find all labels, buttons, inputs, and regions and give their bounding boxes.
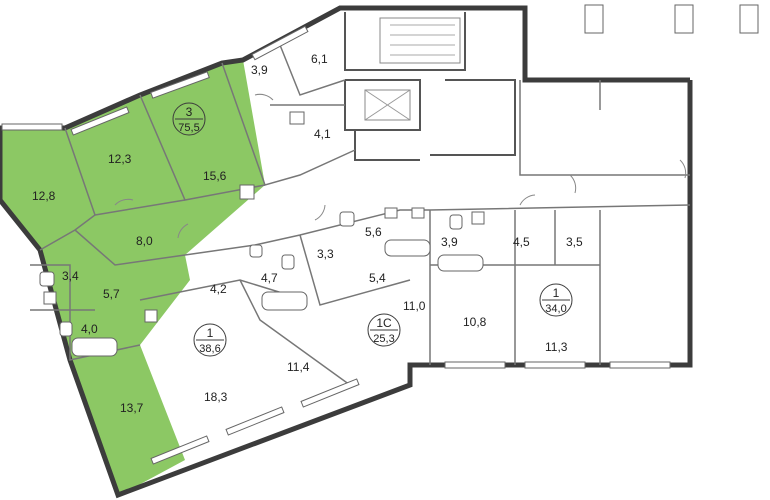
apartment-badge[interactable]: 1С 25,3 bbox=[367, 313, 401, 347]
apartment-number: 1С bbox=[376, 316, 392, 330]
room-area-label: 10,8 bbox=[463, 315, 487, 329]
room-area-label: 4,1 bbox=[314, 127, 331, 141]
room-area-label: 6,1 bbox=[311, 52, 328, 66]
apartment-number: 3 bbox=[186, 105, 193, 119]
apartment-area: 38,6 bbox=[199, 343, 220, 355]
room-area-label: 8,0 bbox=[136, 234, 153, 248]
apartment-badge[interactable]: 1 34,0 bbox=[539, 283, 573, 317]
windows bbox=[1, 4, 759, 465]
apartment-area: 25,3 bbox=[373, 333, 394, 345]
room-area-label: 5,4 bbox=[369, 271, 386, 285]
room-area-label: 4,5 bbox=[513, 235, 530, 249]
room-area-label: 5,7 bbox=[103, 287, 120, 301]
room-area-label: 3,5 bbox=[566, 235, 583, 249]
room-area-label: 12,3 bbox=[108, 152, 132, 166]
room-area-label: 5,6 bbox=[365, 225, 382, 239]
room-area-label: 11,0 bbox=[403, 299, 426, 313]
outer-walls bbox=[0, 5, 693, 499]
room-area-label: 12,8 bbox=[32, 189, 56, 203]
room-area-label: 11,3 bbox=[545, 340, 568, 354]
room-area-label: 4,2 bbox=[210, 282, 227, 296]
apartment-badge[interactable]: 1 38,6 bbox=[193, 323, 227, 357]
room-area-label: 4,7 bbox=[261, 271, 278, 285]
room-area-label: 11,4 bbox=[287, 360, 310, 374]
room-area-label: 3,9 bbox=[251, 63, 268, 77]
apartment-number: 1 bbox=[207, 326, 214, 340]
doors bbox=[114, 93, 687, 239]
room-area-label: 15,6 bbox=[203, 169, 227, 183]
apartment-3-highlight[interactable] bbox=[0, 60, 265, 495]
apartment-number: 1 bbox=[553, 286, 560, 300]
apartment-area: 34,0 bbox=[545, 303, 566, 315]
apartment-badge[interactable]: 3 75,5 bbox=[172, 102, 206, 136]
apartment-area: 75,5 bbox=[178, 122, 199, 134]
room-labels: 12,8 12,3 15,6 8,0 3,4 5,7 4,0 13,7 3,9 … bbox=[32, 52, 583, 415]
room-area-label: 18,3 bbox=[204, 390, 228, 404]
room-area-label: 3,9 bbox=[441, 235, 458, 249]
room-area-label: 3,4 bbox=[62, 269, 79, 283]
room-area-label: 13,7 bbox=[120, 401, 144, 415]
fixtures bbox=[39, 111, 485, 357]
room-area-label: 4,0 bbox=[81, 322, 98, 336]
stair-core bbox=[364, 17, 461, 121]
room-area-label: 3,3 bbox=[317, 247, 334, 261]
